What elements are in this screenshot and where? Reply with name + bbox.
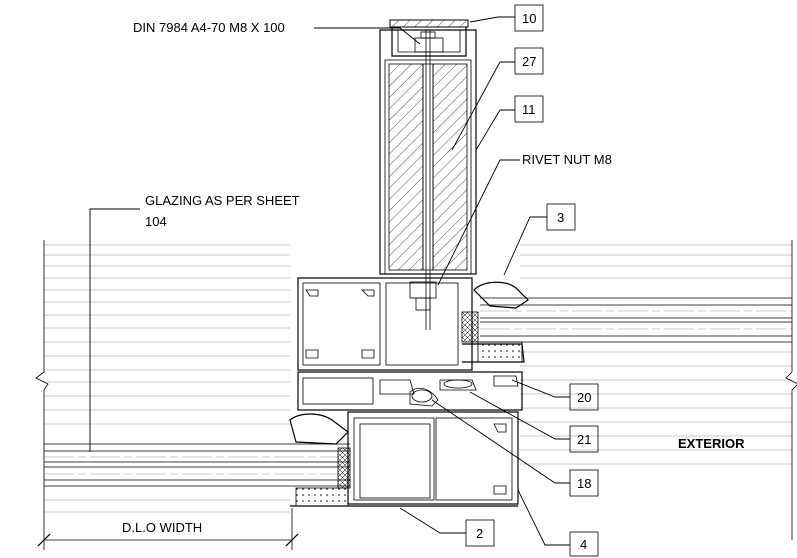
glazing-background-lines <box>44 244 792 513</box>
svg-text:11: 11 <box>522 102 536 117</box>
tag-27: 27 <box>514 47 544 75</box>
svg-text:21: 21 <box>577 432 591 447</box>
middle-strip <box>297 371 523 411</box>
tag-20: 20 <box>569 383 599 411</box>
svg-text:10: 10 <box>522 11 536 26</box>
svg-text:4: 4 <box>580 537 587 552</box>
tag-4: 4 <box>569 531 599 557</box>
dlo-dimension <box>37 508 299 550</box>
left-glass-unit <box>44 443 350 487</box>
mullion-fin <box>379 19 477 330</box>
tag-3: 3 <box>546 203 576 231</box>
bolt-spec-label: DIN 7984 A4-70 M8 X 100 <box>133 20 285 35</box>
lower-profile <box>289 411 519 507</box>
tag-21: 21 <box>569 425 599 453</box>
tag-2: 2 <box>465 519 495 547</box>
svg-text:27: 27 <box>522 54 536 69</box>
upper-profile <box>297 277 529 371</box>
leader-lines <box>89 16 570 546</box>
svg-text:3: 3 <box>557 210 564 225</box>
svg-text:2: 2 <box>476 526 483 541</box>
exterior-label: EXTERIOR <box>678 436 745 451</box>
tag-11: 11 <box>514 95 544 123</box>
right-glass-unit <box>480 297 792 343</box>
glazing-label-line1: GLAZING AS PER SHEET <box>145 193 300 208</box>
glazing-label-line2: 104 <box>145 214 167 229</box>
dlo-width-label: D.L.O WIDTH <box>122 520 202 535</box>
tag-10: 10 <box>514 4 544 32</box>
break-lines <box>35 240 797 540</box>
svg-text:18: 18 <box>577 476 591 491</box>
tag-18: 18 <box>569 469 599 497</box>
svg-text:20: 20 <box>577 390 591 405</box>
rivet-nut-label: RIVET NUT M8 <box>522 152 612 167</box>
